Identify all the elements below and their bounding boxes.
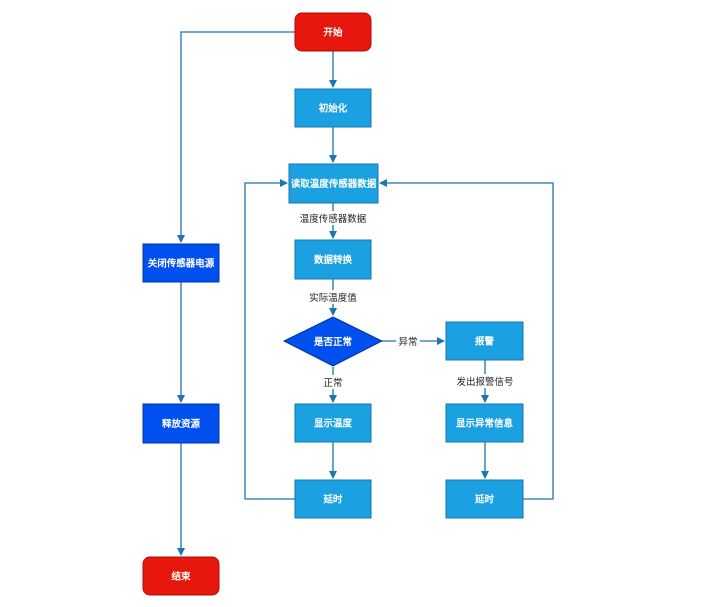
node-release: 释放资源 [142,403,220,444]
node-alarm-label: 报警 [475,336,495,348]
node-show-temp-label: 显示温度 [314,418,353,430]
edge-delay-right-loop-to-read [379,179,554,500]
node-delay-left: 延时 [294,479,372,519]
node-read-sensor-label: 读取温度传感器数据 [291,178,377,190]
node-check-label: 是否正常 [313,336,352,348]
node-close-power: 关闭传感器电源 [142,243,220,283]
node-delay-left-label: 延时 [322,494,343,506]
node-show-temp: 显示温度 [294,403,372,443]
node-delay-right: 延时 [445,479,524,519]
node-check-decision: 是否正常 [282,316,384,367]
edge-label-normal: 正常 [323,377,342,389]
edge-label-alarm-signal: 发出报警信号 [456,376,513,388]
node-start: 开始 [294,12,372,52]
edge-label-abnormal: 异常 [398,336,417,348]
node-convert: 数据转换 [294,239,372,280]
edge-labels-layer: 温度传感器数据 实际温度值 异常 正常 发出报警信号 [300,211,515,389]
node-start-label: 开始 [323,27,343,39]
node-read-sensor: 读取温度传感器数据 [288,163,379,204]
edge-start-to-close-power [177,31,295,243]
edge-label-sensor-data: 温度传感器数据 [300,213,367,225]
node-end: 结束 [142,556,220,596]
edges-layer [177,31,554,556]
edge-label-actual-temp: 实际温度值 [309,292,357,304]
node-delay-right-label: 延时 [474,494,495,506]
node-close-power-label: 关闭传感器电源 [148,258,215,270]
node-end-label: 结束 [170,571,191,583]
node-init: 初始化 [294,88,372,128]
node-alarm: 报警 [445,321,524,361]
node-show-error-label: 显示异常信息 [456,418,514,430]
node-init-label: 初始化 [319,103,348,115]
node-release-label: 释放资源 [162,418,201,430]
nodes-layer: 开始 初始化 读取温度传感器数据 数据转换 是否正常 报警 [142,12,524,596]
node-show-error: 显示异常信息 [445,403,524,443]
edge-delay-left-loop-to-read [244,179,295,500]
node-convert-label: 数据转换 [313,254,353,266]
